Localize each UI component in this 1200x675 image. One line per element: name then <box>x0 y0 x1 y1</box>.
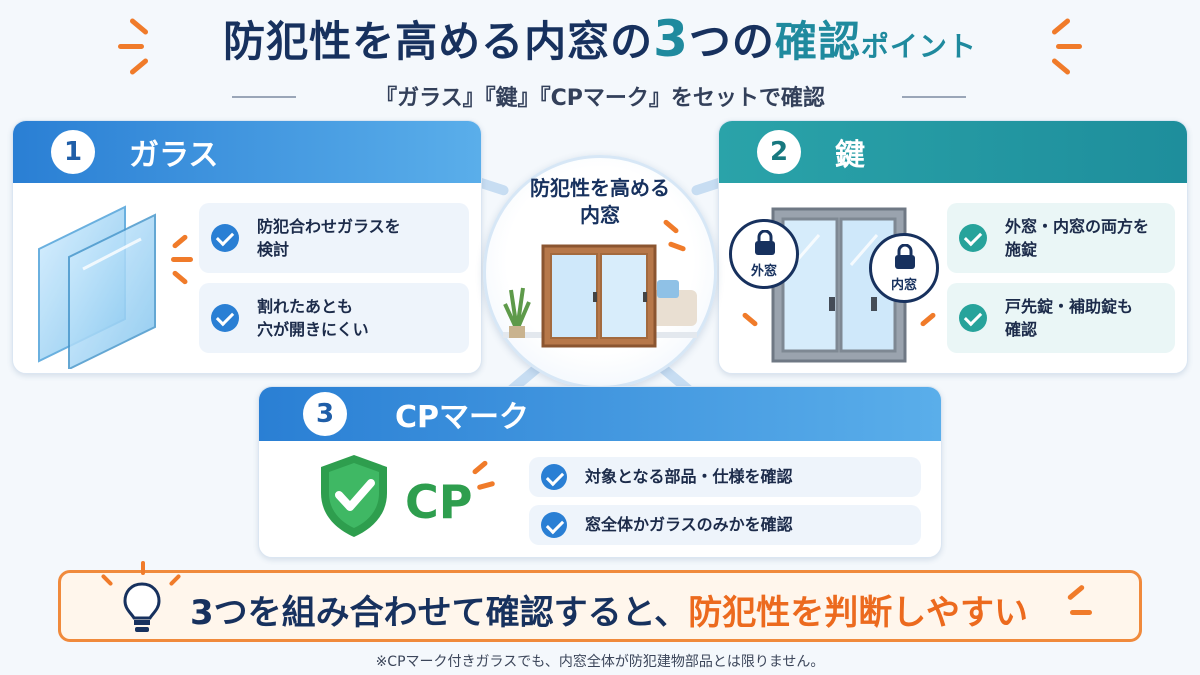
check-icon <box>541 464 567 490</box>
card-header: 3 CPマーク <box>259 387 941 441</box>
check-item: 外窓・内窓の両方を 施錠 <box>947 203 1175 273</box>
check-text: 対象となる部品・仕様を確認 <box>585 467 793 487</box>
burst-line <box>141 561 145 575</box>
title-highlight: 確認 <box>774 17 861 66</box>
check-icon <box>211 304 239 332</box>
card-title: CPマーク <box>395 400 530 435</box>
card-title: 鍵 <box>835 138 865 173</box>
check-text: 戸先錠・補助錠も 確認 <box>1005 296 1134 339</box>
summary-banner <box>58 570 1142 642</box>
burst-line <box>118 44 144 49</box>
subtitle-divider <box>232 96 296 98</box>
burst-line <box>471 459 489 476</box>
lock-label: 内窓 <box>890 278 917 293</box>
check-text: 窓全体かガラスのみかを確認 <box>585 515 793 535</box>
card-number: 1 <box>51 130 95 174</box>
footnote: ※CPマーク付きガラスでも、内窓全体が防犯建物部品とは限りません。 <box>375 654 825 670</box>
burst-line <box>171 257 193 262</box>
check-icon <box>541 512 567 538</box>
lock-bubble-outer: 外窓 <box>729 219 799 289</box>
subtitle: 『ガラス』『鍵』『CPマーク』をセットで確認 <box>375 86 825 111</box>
check-item: 割れたあとも 穴が開きにくい <box>199 283 469 353</box>
title-text: 防犯性を高める内窓の <box>223 17 654 66</box>
lock-icon <box>895 244 915 269</box>
banner-message: 3つを組み合わせて確認すると、防犯性を判断しやすい <box>190 585 1070 634</box>
card-number: 2 <box>757 130 801 174</box>
burst-line <box>1070 610 1092 615</box>
page-title: 防犯性を高める内窓の3つの確認ポイント <box>0 8 1200 69</box>
burst-line <box>741 311 759 328</box>
card-number: 3 <box>303 392 347 436</box>
subtitle-divider <box>902 96 966 98</box>
check-text: 防犯合わせガラスを 検討 <box>257 216 401 259</box>
check-text: 外窓・内窓の両方を 施錠 <box>1005 216 1150 259</box>
card-header: 2 鍵 <box>719 121 1187 183</box>
card-header: 1 ガラス <box>13 121 481 183</box>
center-title-line: 防犯性を高める <box>530 176 670 200</box>
check-item: 防犯合わせガラスを 検討 <box>199 203 469 273</box>
card-cp-mark: 3 CPマーク CP 対象となる部品・仕様を確認 窓全体かガラスのみかを確認 <box>258 386 942 558</box>
card-glass: 1 ガラス 防犯合わせガラスを 検討 割れたあとも 穴が開きにくい <box>12 120 482 374</box>
check-item: 戸先錠・補助錠も 確認 <box>947 283 1175 353</box>
glass-pane-icon <box>38 205 156 369</box>
burst-line <box>1056 44 1082 49</box>
burst-line <box>476 480 496 491</box>
lightbulb-icon <box>123 582 161 632</box>
lock-bubble-inner: 内窓 <box>869 233 939 303</box>
check-icon <box>959 304 987 332</box>
shield-check-icon <box>321 455 387 537</box>
check-icon <box>959 224 987 252</box>
card-title: ガラス <box>129 138 219 173</box>
title-text: つの <box>688 17 775 66</box>
card-lock: 2 鍵 外窓 内窓 外窓・内窓の両方を 施錠 戸先錠・補助錠も 確認 <box>718 120 1188 374</box>
banner-text: 3つを組み合わせて確認すると、 <box>190 593 689 633</box>
title-number: 3 <box>653 10 689 68</box>
check-item: 窓全体かガラスのみかを確認 <box>529 505 921 545</box>
interior-window-illustration <box>503 244 697 348</box>
center-title-line: 内窓 <box>580 203 620 227</box>
check-icon <box>211 224 239 252</box>
center-title: 防犯性を高める 内窓 <box>483 175 717 229</box>
check-item: 対象となる部品・仕様を確認 <box>529 457 921 497</box>
burst-line <box>919 311 937 328</box>
title-suffix: ポイント <box>860 30 977 63</box>
lock-label: 外窓 <box>750 264 777 279</box>
lock-icon <box>755 230 775 255</box>
banner-highlight: 防犯性を判断しやすい <box>688 593 1028 633</box>
cp-logo-text: CP <box>405 475 473 529</box>
check-text: 割れたあとも 穴が開きにくい <box>257 296 369 339</box>
